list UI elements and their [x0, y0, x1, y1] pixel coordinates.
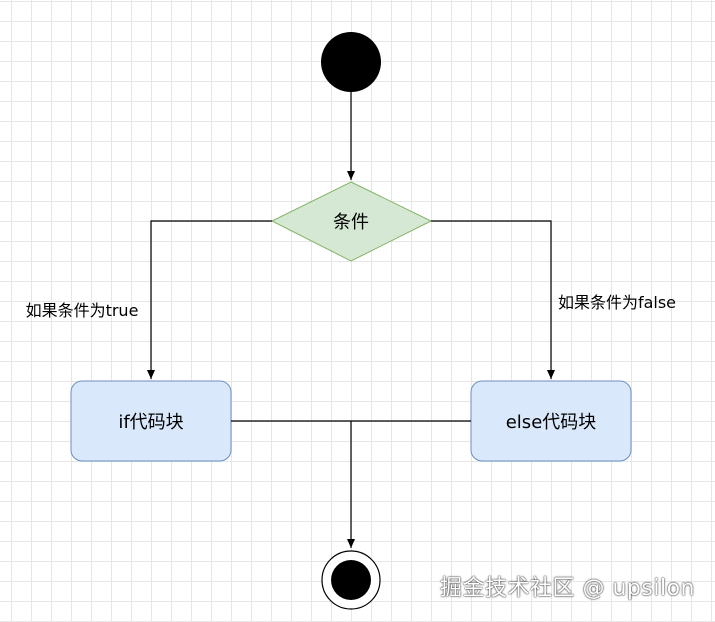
decision-label: 条件 — [333, 212, 369, 233]
end-node-core — [331, 560, 371, 600]
false-branch-arrow — [431, 220, 555, 379]
else-block-label: else代码块 — [506, 412, 597, 433]
start-node — [321, 32, 381, 92]
false-branch-label: 如果条件为false — [558, 293, 676, 312]
true-branch-arrow — [147, 220, 272, 379]
watermark: 掘金技术社区 @ upsilon — [440, 576, 695, 601]
if-block-label: if代码块 — [118, 412, 183, 433]
true-branch-label: 如果条件为true — [26, 301, 139, 320]
decision-diamond[interactable] — [270, 181, 433, 262]
